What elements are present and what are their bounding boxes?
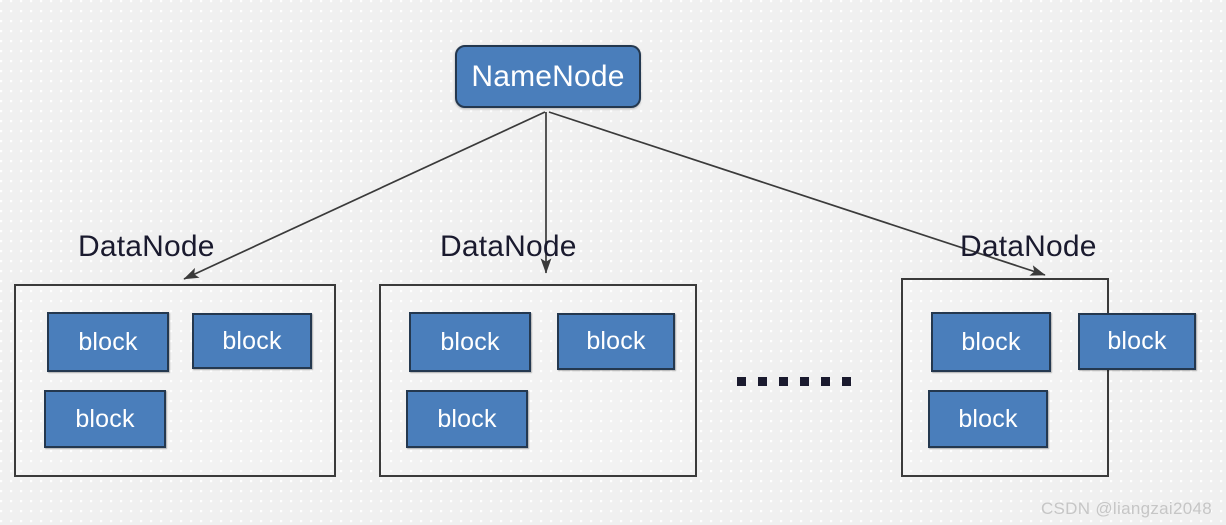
datanode-label-2: DataNode (440, 230, 577, 263)
namenode-box[interactable]: NameNode (455, 45, 641, 108)
block-1-1[interactable]: block (47, 312, 169, 372)
datanode-label-3: DataNode (960, 230, 1097, 263)
block-3-3[interactable]: block (928, 390, 1048, 448)
ellipsis-dot (821, 377, 830, 386)
ellipsis-dot (842, 377, 851, 386)
block-2-1[interactable]: block (409, 312, 531, 372)
block-3-2[interactable]: block (1078, 313, 1196, 370)
block-1-2[interactable]: block (192, 313, 312, 369)
ellipsis-dot (737, 377, 746, 386)
more-datanodes-ellipsis (737, 377, 851, 386)
block-2-3[interactable]: block (406, 390, 528, 448)
datanode-label-1: DataNode (78, 230, 215, 263)
ellipsis-dot (779, 377, 788, 386)
block-1-3[interactable]: block (44, 390, 166, 448)
watermark-text: CSDN @liangzai2048 (1040, 499, 1212, 518)
block-3-1[interactable]: block (931, 312, 1051, 372)
block-2-2[interactable]: block (557, 313, 675, 370)
ellipsis-dot (800, 377, 809, 386)
ellipsis-dot (758, 377, 767, 386)
